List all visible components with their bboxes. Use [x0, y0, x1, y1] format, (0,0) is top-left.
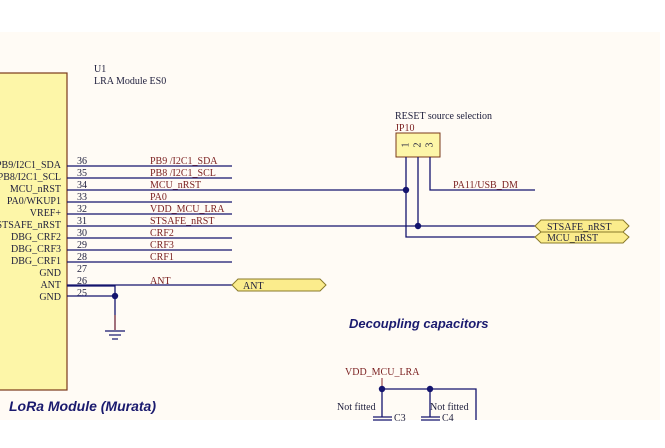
net-label: CRF1	[150, 252, 174, 263]
decoupling-title: Decoupling capacitors	[349, 316, 488, 331]
pin-number: 32	[77, 204, 87, 215]
u1-value: LRA Module ES0	[94, 76, 166, 87]
pin-number: 31	[77, 216, 87, 227]
jp10-pin-number: 1	[400, 143, 411, 148]
lora-module-title: LoRa Module (Murata)	[9, 398, 156, 414]
gnd-junction	[111, 292, 119, 300]
mcu-nrst-port-label: MCU_nRST	[547, 233, 598, 244]
page-margin-bottom	[0, 421, 665, 448]
u1-body[interactable]	[0, 72, 68, 391]
net-label: VDD_MCU_LRA	[150, 204, 225, 215]
stsafe-nrst-port-label: STSAFE_nRST	[547, 222, 611, 233]
c3-note: Not fitted	[337, 402, 376, 413]
pin-name: PB9/I2C1_SDA	[0, 160, 62, 171]
net-label: PA0	[150, 192, 167, 203]
jp10-pin-number: 3	[424, 143, 435, 148]
net-label: STSAFE_nRST	[150, 216, 214, 227]
ant-port-label: ANT	[243, 281, 264, 292]
stsafe-nrst-junction	[414, 222, 422, 230]
pin-number: 26	[77, 276, 87, 287]
u1-pins: 36 PB9/I2C1_SDA PB9 /I2C1_SDA 35 PB8/I2C1_SC…	[0, 156, 232, 303]
u1-designator: U1	[94, 64, 106, 75]
pin-name: MCU_nRST	[10, 184, 61, 195]
pin-name: GND	[39, 268, 61, 279]
net-label: PB8 /I2C1_SCL	[150, 168, 216, 179]
c4-designator: C4	[442, 413, 454, 424]
net-label: CRF2	[150, 228, 174, 239]
pin-number: 25	[77, 288, 87, 299]
pin-name: DBG_CRF2	[11, 232, 61, 243]
mcu-nrst-port[interactable]	[534, 231, 630, 244]
vdd-mcu-lra-label: VDD_MCU_LRA	[345, 367, 420, 378]
pin-number: 29	[77, 240, 87, 251]
mcu-nrst-junction	[402, 186, 410, 194]
c4-capacitor-icon[interactable]	[421, 416, 440, 421]
jp10-pin-number: 2	[412, 143, 423, 148]
c3-capacitor-icon[interactable]	[373, 416, 392, 421]
pa11-usb-dm-label: PA11/USB_DM	[453, 180, 518, 191]
jp10-designator: JP10	[395, 123, 414, 134]
pin-number: 35	[77, 168, 87, 179]
gnd-wire-27	[67, 285, 116, 330]
pin-name: GND	[39, 292, 61, 303]
ant-port[interactable]	[231, 278, 327, 292]
pin-number: 27	[77, 264, 87, 275]
jp10-pin1-wire	[405, 157, 535, 238]
pin-number: 30	[77, 228, 87, 239]
jp10-body[interactable]	[395, 132, 441, 158]
vdd-rail	[382, 388, 477, 420]
pin-number: 28	[77, 252, 87, 263]
pin-number: 36	[77, 156, 87, 167]
net-label: ANT	[150, 276, 171, 287]
c3-designator: C3	[394, 413, 406, 424]
pin-name: ANT	[40, 280, 61, 291]
pin-name: VREF+	[30, 208, 62, 219]
pin-number: 34	[77, 180, 87, 191]
pin-name: DBG_CRF3	[11, 244, 61, 255]
pin-name: STSAFE_nRST	[0, 220, 61, 231]
c4-note: Not fitted	[430, 402, 469, 413]
pin-name: PB8/I2C1_SCL	[0, 172, 61, 183]
net-label: CRF3	[150, 240, 174, 251]
pin-name: DBG_CRF1	[11, 256, 61, 267]
net-label: MCU_nRST	[150, 180, 201, 191]
ground-icon	[105, 330, 125, 340]
pin-name: PA0/WKUP1	[7, 196, 61, 207]
pin-number: 33	[77, 192, 87, 203]
jp10-caption: RESET source selection	[395, 111, 492, 122]
jp10-pin3-wire	[429, 157, 535, 191]
net-label: PB9 /I2C1_SDA	[150, 156, 218, 167]
